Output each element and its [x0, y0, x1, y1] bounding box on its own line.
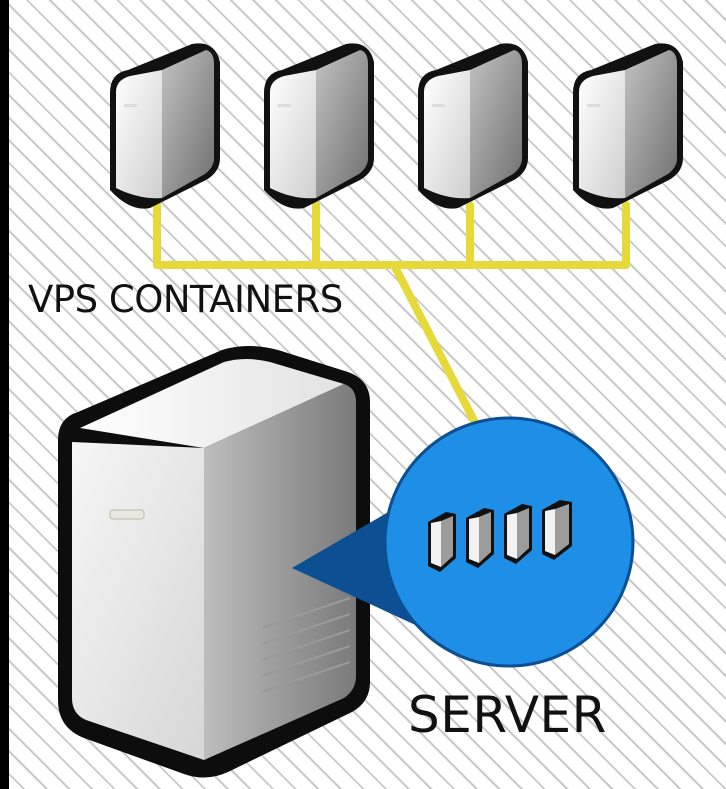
- container-icon: [504, 504, 532, 564]
- vps-container-3: [418, 43, 528, 209]
- vps-containers-label: VPS CONTAINERS: [28, 278, 343, 321]
- zoom-callout-icon: [292, 416, 635, 668]
- left-border: [0, 0, 9, 789]
- container-icon: [466, 508, 494, 568]
- server-tower-icon: [58, 346, 370, 778]
- network-cables: [153, 201, 630, 444]
- container-icon: [428, 512, 456, 572]
- server-label: SERVER: [408, 686, 607, 744]
- vps-container-4: [573, 43, 683, 209]
- vps-container-1: [110, 43, 220, 209]
- vps-container-2: [264, 43, 374, 209]
- container-icon: [542, 500, 572, 560]
